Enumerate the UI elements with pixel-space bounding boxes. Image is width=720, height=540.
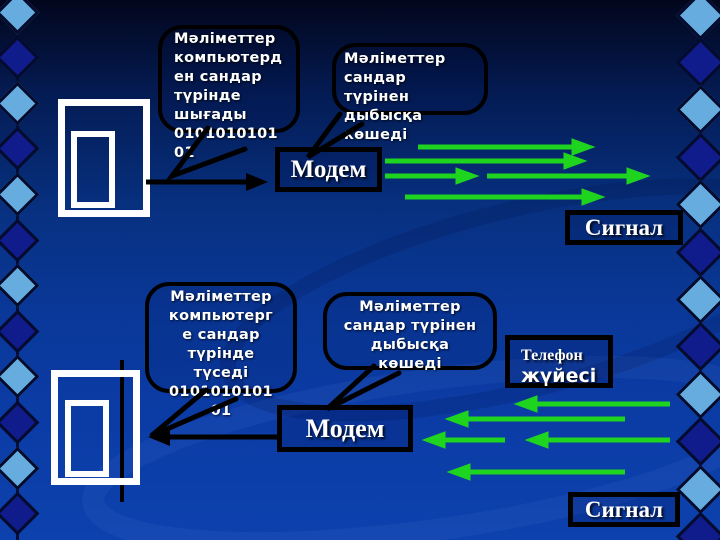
phone-system-label-line1: Телефон: [521, 347, 583, 364]
callout-bubble-top-middle: [332, 43, 488, 115]
computer-icon-inner: [65, 400, 109, 477]
callout-bubble-bottom-left: [145, 282, 297, 393]
callout-bubble-top-left: [158, 25, 300, 133]
signal-arrows-top: [385, 138, 651, 206]
modem-box-top: Модем: [275, 147, 382, 192]
callout-text-bottom-left: Мәліметтер компьютерг е сандар түрінде т…: [168, 289, 274, 419]
phone-system-box: Телефон жүйесі: [505, 335, 613, 388]
callout-bubble-bottom-middle: [323, 292, 497, 370]
signal-arrows-bottom: [421, 395, 670, 481]
modem-box-bottom: Модем: [277, 405, 413, 452]
signal-box-top: Сигнал: [565, 210, 683, 245]
callout-text-top-left: Мәліметтер компьютерд ен сандар түрінде …: [174, 31, 283, 161]
computer-icon: [58, 99, 150, 217]
bubble-tail: [149, 387, 239, 439]
computer-icon: [51, 370, 140, 485]
phone-system-label-line2: жүйесі: [521, 365, 597, 387]
vertical-line-decoration: [120, 360, 124, 502]
data-arrowhead-left: [148, 428, 170, 446]
bubble-tail: [305, 111, 365, 160]
signal-box-bottom: Сигнал: [568, 492, 680, 527]
bubble-tail: [325, 363, 402, 412]
bubble-tail: [164, 125, 248, 182]
data-arrowhead-right: [246, 173, 268, 191]
callout-text-bottom-middle: Мәліметтер сандар түрінен дыбысқа көшеді: [343, 299, 477, 372]
computer-icon-inner: [71, 131, 115, 208]
callout-text-top-middle: Мәліметтер сандар түрінен дыбысқа көшеді: [344, 51, 446, 143]
